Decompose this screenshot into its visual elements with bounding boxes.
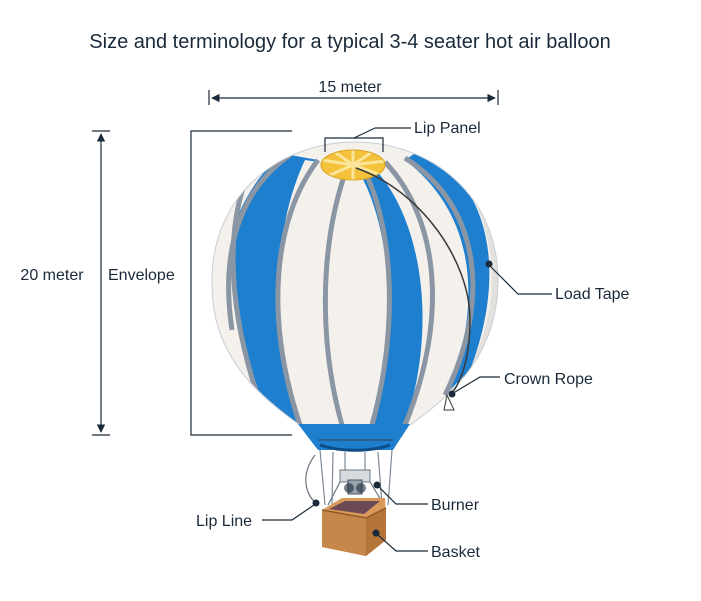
burner-label: Burner (431, 497, 480, 514)
lip-line-callout: Lip Line (196, 499, 320, 530)
lip-line-label: Lip Line (196, 513, 252, 530)
basket-label: Basket (431, 544, 480, 561)
basket-callout: Basket (372, 529, 480, 561)
balloon-skirt (298, 424, 410, 452)
lip-panel-label: Lip Panel (414, 120, 481, 137)
height-label: 20 meter (20, 267, 84, 284)
envelope-bracket: Envelope (108, 130, 292, 436)
balloon-envelope (211, 141, 499, 426)
crown-rope: Crown Rope (355, 167, 593, 411)
envelope-label: Envelope (108, 267, 175, 284)
crown-rope-label: Crown Rope (504, 371, 593, 388)
burner (327, 469, 385, 506)
width-label: 15 meter (318, 79, 382, 96)
height-dimension: 20 meter (20, 130, 110, 436)
lip-panel-callout: Lip Panel (324, 120, 481, 152)
width-dimension: 15 meter (208, 79, 499, 105)
load-tape-callout: Load Tape (485, 260, 630, 303)
basket (321, 498, 387, 556)
burner-callout: Burner (373, 481, 480, 514)
load-tape-label: Load Tape (555, 286, 630, 303)
diagram-title: Size and terminology for a typical 3-4 s… (89, 31, 610, 53)
